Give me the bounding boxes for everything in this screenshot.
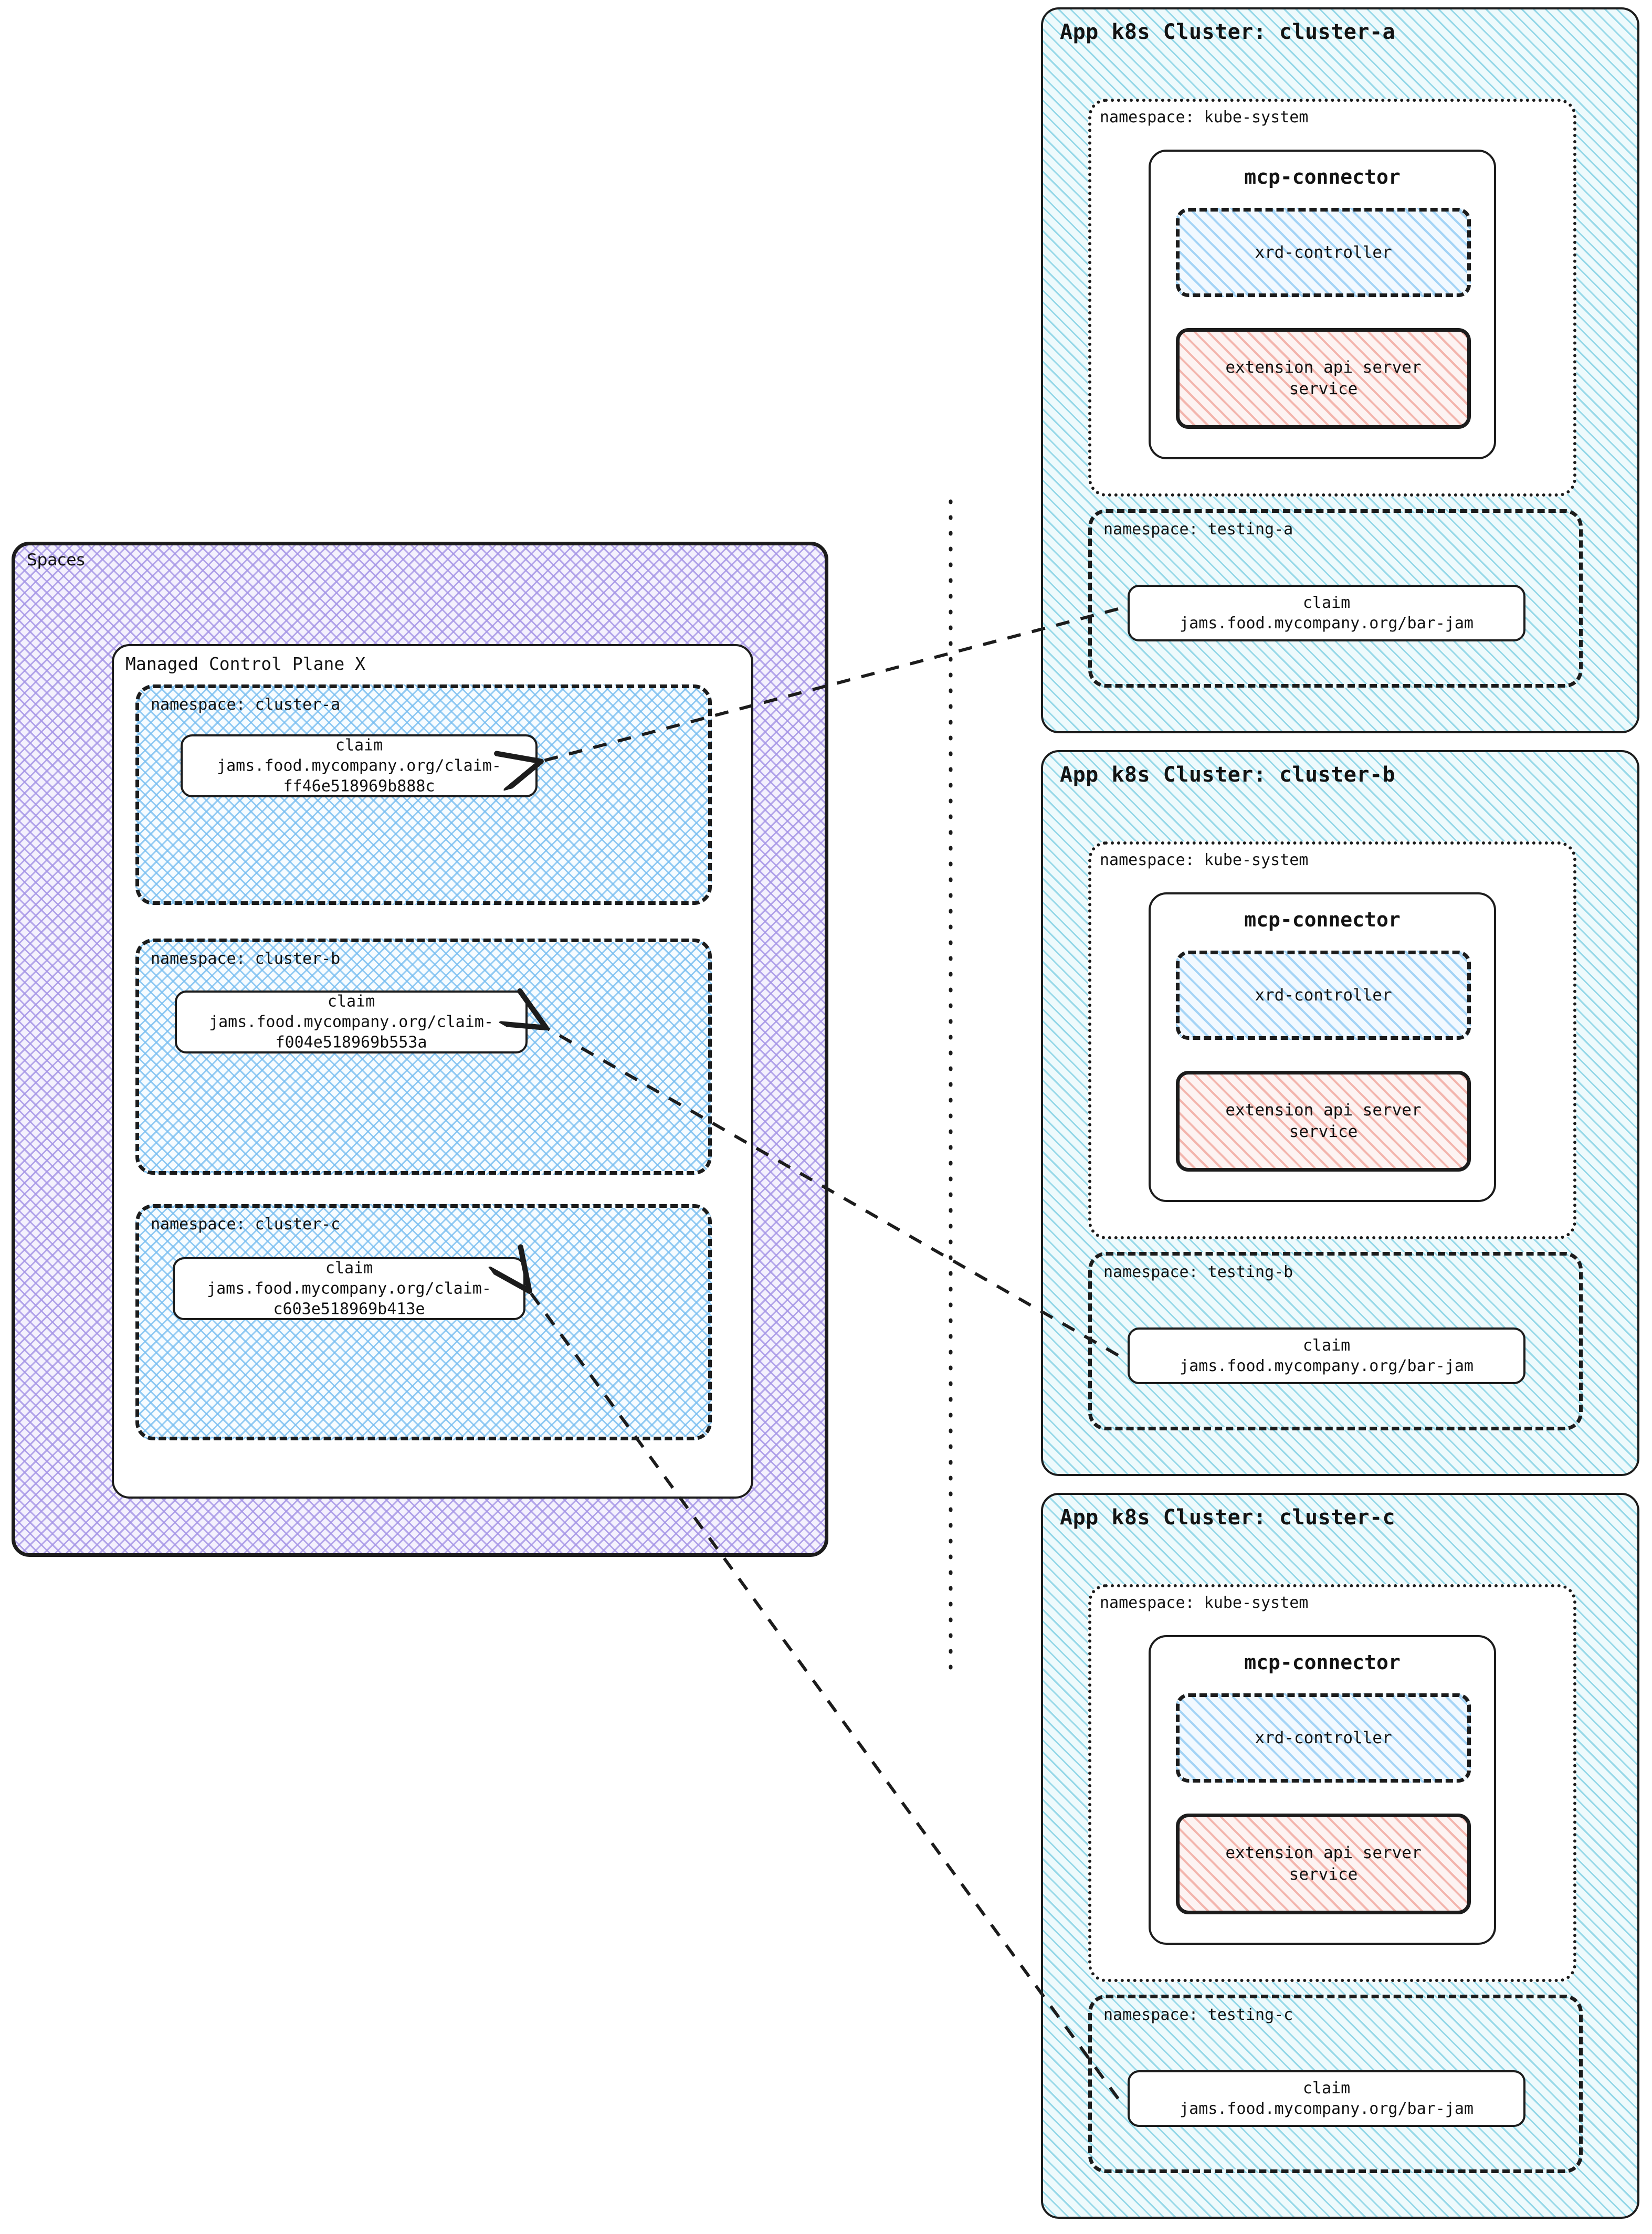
cluster-c-extension-api-server-service[interactable]: extension api server service	[1176, 1814, 1471, 1914]
cluster-a-extension-api-server-service[interactable]: extension api server service	[1176, 328, 1471, 429]
cluster-c-kube-system-label: namespace: kube-system	[1100, 1594, 1309, 1612]
cluster-a-claim-node[interactable]: claim jams.food.mycompany.org/bar-jam	[1128, 585, 1525, 641]
cluster-c-mcp-connector-title: mcp-connector	[1244, 1651, 1401, 1674]
claim-kind: claim	[1302, 1336, 1351, 1355]
cluster-a-mcp-connector-title: mcp-connector	[1244, 165, 1401, 188]
cluster-a-xrd-controller-label: xrd-controller	[1255, 243, 1392, 262]
claim-kind: claim	[1302, 2079, 1351, 2098]
managed-control-plane-label: Managed Control Plane X	[125, 654, 365, 674]
claim-node-cluster-b-text: claim jams.food.mycompany.org/claim-f004e…	[177, 992, 525, 1053]
claim-kind: claim	[327, 992, 375, 1011]
cluster-b-testing-label: namespace: testing-b	[1103, 1263, 1293, 1281]
cluster-b-extension-api-server-service[interactable]: extension api server service	[1176, 1071, 1471, 1172]
cluster-b-xrd-controller[interactable]: xrd-controller	[1176, 951, 1471, 1040]
cluster-a-testing-label: namespace: testing-a	[1103, 520, 1293, 539]
claim-ref: jams.food.mycompany.org/bar-jam	[1180, 2100, 1474, 2118]
spaces-label: Spaces	[27, 551, 85, 570]
claim-kind: claim	[335, 736, 383, 755]
cluster-c-claim-node[interactable]: claim jams.food.mycompany.org/bar-jam	[1128, 2070, 1525, 2127]
app-cluster-c-title: App k8s Cluster: cluster-c	[1060, 1505, 1396, 1530]
cluster-a-xrd-controller[interactable]: xrd-controller	[1176, 208, 1471, 297]
cluster-b-ext-api-label: extension api server service	[1225, 1101, 1422, 1141]
cluster-a-ext-api-label: extension api server service	[1225, 358, 1422, 398]
claim-node-cluster-b[interactable]: claim jams.food.mycompany.org/claim-f004e…	[175, 990, 528, 1053]
cluster-b-mcp-connector-title: mcp-connector	[1244, 908, 1401, 931]
claim-ref: jams.food.mycompany.org/bar-jam	[1180, 1357, 1474, 1375]
cluster-b-claim-node[interactable]: claim jams.food.mycompany.org/bar-jam	[1128, 1327, 1525, 1384]
app-cluster-b-title: App k8s Cluster: cluster-b	[1060, 763, 1396, 787]
namespace-cluster-c-label: namespace: cluster-c	[151, 1215, 341, 1234]
cluster-c-claim-text: claim jams.food.mycompany.org/bar-jam	[1130, 2078, 1523, 2119]
cluster-c-testing-label: namespace: testing-c	[1103, 2006, 1293, 2024]
cluster-c-ext-api-label: extension api server service	[1225, 1843, 1422, 1884]
namespace-cluster-b-label: namespace: cluster-b	[151, 950, 341, 968]
namespace-cluster-c: namespace: cluster-c	[135, 1204, 712, 1440]
claim-ref: jams.food.mycompany.org/claim-f004e51896…	[209, 1013, 493, 1052]
app-cluster-a-title: App k8s Cluster: cluster-a	[1060, 20, 1396, 44]
claim-kind: claim	[325, 1259, 373, 1278]
claim-ref: jams.food.mycompany.org/claim-c603e51896…	[207, 1279, 491, 1319]
cluster-b-xrd-controller-label: xrd-controller	[1255, 985, 1392, 1005]
cluster-b-kube-system-label: namespace: kube-system	[1100, 851, 1309, 869]
namespace-cluster-b: namespace: cluster-b	[135, 939, 712, 1175]
cluster-b-claim-text: claim jams.food.mycompany.org/bar-jam	[1130, 1335, 1523, 1376]
cluster-a-claim-text: claim jams.food.mycompany.org/bar-jam	[1130, 593, 1523, 634]
cluster-c-xrd-controller-label: xrd-controller	[1255, 1728, 1392, 1747]
cluster-a-kube-system-label: namespace: kube-system	[1100, 108, 1309, 127]
claim-kind: claim	[1302, 594, 1351, 612]
claim-ref: jams.food.mycompany.org/bar-jam	[1180, 614, 1474, 633]
claim-ref: jams.food.mycompany.org/claim-ff46e51896…	[217, 756, 501, 796]
cluster-c-xrd-controller[interactable]: xrd-controller	[1176, 1693, 1471, 1783]
namespace-cluster-a-label: namespace: cluster-a	[151, 696, 341, 714]
